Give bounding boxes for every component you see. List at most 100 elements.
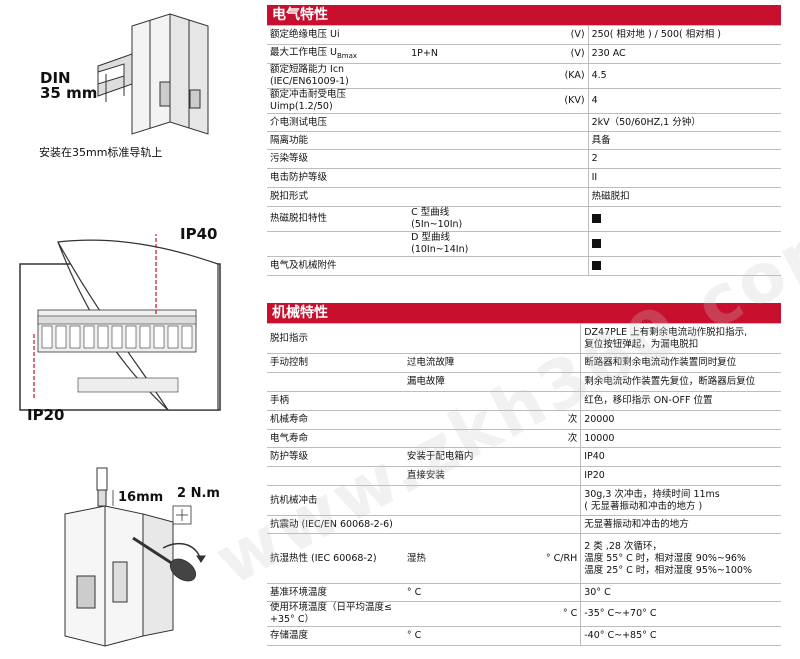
spec-condition	[400, 601, 491, 627]
installation-illustration	[64, 467, 206, 647]
spec-value: II	[587, 168, 781, 188]
spec-row: D 型曲线 (10In~14In)	[267, 231, 781, 257]
spec-label: 手动控制	[267, 353, 401, 373]
spec-row: 使用环境温度（日平均温度≤ +35° C）° C-35° C~+70° C	[267, 601, 781, 627]
spec-unit: ° C	[490, 601, 581, 627]
spec-label-text: 机械寿命	[270, 414, 309, 425]
spec-row: 脱扣形式 热磁脱扣	[267, 187, 781, 207]
spec-unit	[504, 149, 589, 169]
spec-label-text: 抗机械冲击	[270, 494, 318, 506]
spec-value-line: IP20	[584, 470, 605, 481]
spec-label-text: 手动控制	[270, 357, 309, 368]
spec-label-text: 抗震动 (IEC/EN 60068-2-6)	[270, 518, 393, 530]
spec-label-text: 额定冲击耐受电压 Uimp(1.2/50)	[270, 89, 347, 112]
spec-condition	[405, 149, 505, 169]
electrical-section-title: 电气特性	[267, 5, 781, 25]
spec-unit	[490, 485, 581, 516]
spec-condition: 漏电故障	[400, 372, 491, 392]
spec-label: 额定短路能力 Icn (IEC/EN61009-1)	[267, 63, 406, 89]
spec-value: 剩余电流动作装置先复位，断路器后复位	[580, 372, 781, 392]
spec-value: 2 类 ,28 次循环，温度 55° C 时，相对湿度 90%~96%温度 25…	[580, 533, 781, 584]
spec-condition	[405, 88, 505, 114]
spec-condition: 安装于配电箱内	[400, 447, 491, 467]
spec-value-line: II	[591, 172, 598, 183]
spec-value: DZ47PLE 上有剩余电流动作脱扣指示,复位按钮弹起，为漏电脱扣	[580, 323, 781, 354]
spec-label-text: 污染等级	[270, 153, 309, 164]
spec-value: 4	[587, 88, 781, 114]
electrical-spec-table: 额定绝缘电压 Ui(V)250( 相对地 ) / 500( 相对相 )最大工作电…	[267, 25, 781, 276]
spec-row: 脱扣指示 DZ47PLE 上有剩余电流动作脱扣指示,复位按钮弹起，为漏电脱扣	[267, 323, 781, 354]
ip40-label: IP40	[180, 225, 218, 243]
spec-label-subscript: Bmax	[336, 51, 358, 60]
spec-label: 脱扣形式	[267, 187, 406, 207]
spec-condition: 1P+N	[405, 44, 505, 64]
spec-condition: ° C	[400, 626, 491, 646]
spec-label-text: 使用环境温度（日平均温度≤ +35° C）	[270, 602, 392, 625]
spec-value: 20000	[580, 410, 781, 430]
spec-value-line: 无显著振动和冲击的地方	[584, 518, 689, 530]
spec-value-line: 4	[591, 95, 598, 106]
spec-label: 机械寿命	[267, 410, 401, 430]
spec-condition	[400, 429, 491, 448]
spec-condition: C 型曲线 (5In~10In)	[405, 206, 505, 232]
spec-row: 漏电故障 剩余电流动作装置先复位，断路器后复位	[267, 372, 781, 392]
spec-value-line: 30g,3 次冲击，持续时间 11ms	[584, 488, 720, 500]
spec-unit: (V)	[504, 44, 589, 64]
spec-value: 4.5	[587, 63, 781, 89]
spec-value-line: 2kV（50/60HZ,1 分钟）	[591, 116, 701, 128]
spec-value-line: 具备	[591, 134, 611, 146]
spec-label: 额定绝缘电压 Ui	[267, 25, 406, 45]
spec-label: 污染等级	[267, 149, 406, 169]
spec-value-line: 温度 55° C 时，相对湿度 90%~96%	[584, 552, 746, 564]
spec-label: 隔离功能	[267, 131, 406, 150]
din-label: DIN 35 mm	[40, 71, 97, 101]
spec-value-line: 4.5	[591, 70, 607, 81]
spec-unit	[504, 187, 589, 207]
spec-unit	[504, 231, 589, 257]
spec-condition	[400, 485, 491, 516]
din-label-line2: 35 mm	[40, 84, 98, 102]
spec-label	[267, 466, 401, 486]
spec-value-line: 断路器和剩余电流动作装置同时复位	[584, 357, 737, 368]
spec-unit	[504, 113, 589, 132]
spec-value: 具备	[587, 131, 781, 150]
spec-label-text: 最大工作电压 U	[270, 46, 337, 58]
spec-label-text: 电击防护等级	[270, 172, 328, 183]
spec-label: 电气及机械附件	[267, 256, 406, 276]
spec-row: 手动控制过电流故障断路器和剩余电流动作装置同时复位	[267, 353, 781, 373]
spec-condition	[405, 25, 505, 45]
spec-row: 存储温度° C-40° C~+85° C	[267, 626, 781, 646]
spec-unit	[490, 353, 581, 373]
ip20-label: IP20	[27, 406, 65, 424]
spec-condition	[405, 131, 505, 150]
spec-unit	[490, 447, 581, 467]
spec-condition	[400, 515, 491, 534]
spec-value-line: 红色，移印指示 ON-OFF 位置	[584, 395, 713, 406]
spec-condition: 湿热	[400, 533, 491, 584]
spec-label: 电击防护等级	[267, 168, 406, 188]
spec-label: 基准环境温度	[267, 583, 401, 602]
spec-value-line: 10000	[584, 432, 615, 444]
spec-condition	[405, 113, 505, 132]
mechanical-section-title: 机械特性	[267, 303, 781, 323]
spec-value-line: 2	[591, 153, 598, 164]
din-label-line1: DIN	[40, 69, 71, 87]
spec-value: 热磁脱扣	[587, 187, 781, 207]
spec-unit: ° C/RH	[490, 533, 581, 584]
spec-value: 30g,3 次冲击，持续时间 11ms( 无显著振动和冲击的地方 )	[580, 485, 781, 516]
spec-label: 热磁脱扣特性	[267, 206, 406, 232]
spec-value-line: -40° C~+85° C	[584, 630, 657, 641]
spec-unit	[504, 168, 589, 188]
spec-unit	[490, 466, 581, 486]
spec-unit	[490, 515, 581, 534]
spec-row: 额定短路能力 Icn (IEC/EN61009-1)(KA)4.5	[267, 63, 781, 89]
spec-label-text: 脱扣指示	[270, 332, 309, 344]
spec-condition: ° C	[400, 583, 491, 602]
